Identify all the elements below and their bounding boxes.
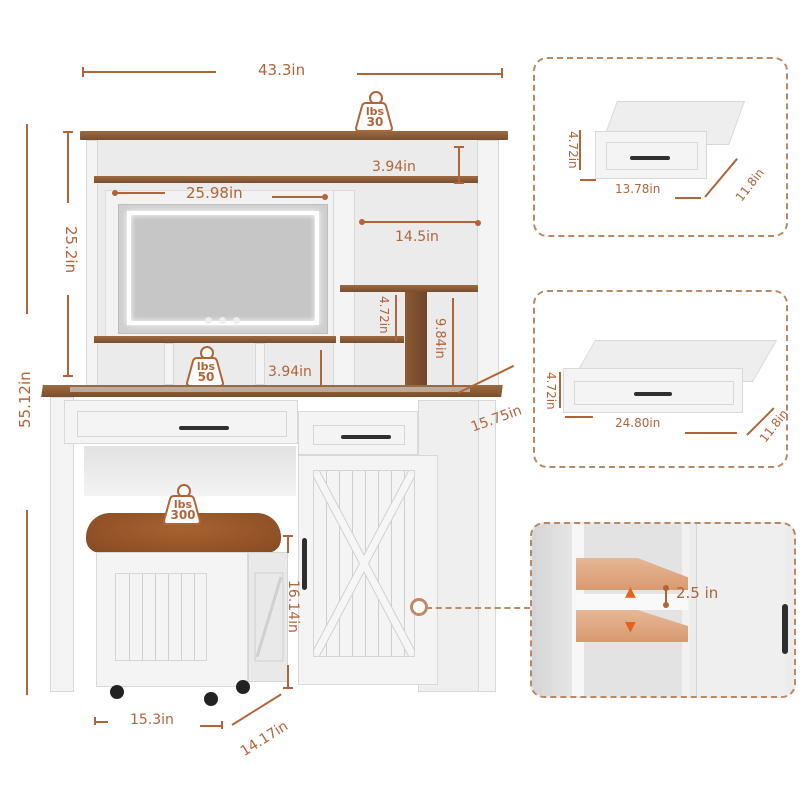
hutch-upper-shelf <box>94 176 478 183</box>
stool-height-label: 16.14in <box>285 580 301 633</box>
top-shelf-gap-label: 3.94in <box>372 159 416 175</box>
arrow-down-icon: ▼ <box>625 619 636 635</box>
weight-icon: lbs 50 <box>186 346 226 387</box>
large-drawer-width-label: 24.80in <box>615 416 661 430</box>
stool-front <box>96 552 248 687</box>
right-shelf-small <box>340 336 404 343</box>
stool-side <box>248 552 288 682</box>
cubby-divider-1 <box>164 343 174 385</box>
shelf-gap-label: 2.5 in <box>676 584 719 602</box>
desk-left-leg <box>50 397 74 692</box>
stool-caster[interactable] <box>204 692 218 706</box>
right-shelf-upright <box>405 292 427 388</box>
tall-shelf-height-label: 9.84in <box>432 318 447 359</box>
desk-right-leg <box>478 400 496 692</box>
inset-small-drawer: 4.72in 13.78in 11.8in <box>533 57 788 237</box>
small-drawer-illustration <box>595 101 746 179</box>
long-drawer[interactable] <box>64 400 298 444</box>
stool-width-label: 15.3in <box>130 712 174 728</box>
led-mirror <box>118 204 328 334</box>
stool-caster[interactable] <box>236 680 250 694</box>
stool-depth-label: 14.17in <box>237 718 292 760</box>
large-drawer-illustration <box>563 340 778 418</box>
cubby-height-label: 3.94in <box>268 364 312 380</box>
small-shelf-height-label: 4.72in <box>377 296 391 334</box>
small-drawer-depth-label: 11.8in <box>732 165 767 205</box>
hutch-top-board <box>80 131 508 140</box>
overall-width-label: 43.3in <box>258 61 306 79</box>
overall-height-label: 55.12in <box>16 371 34 428</box>
shelf-fixed <box>576 594 688 610</box>
small-drawer-height-label: 4.72in <box>566 131 580 169</box>
arrow-up-icon: ▲ <box>625 584 636 600</box>
small-drawer-width-label: 13.78in <box>615 182 661 196</box>
right-shelf-width-label: 14.5in <box>395 229 439 245</box>
cubby-divider-2 <box>255 343 265 385</box>
weight-icon: lbs 30 <box>355 91 395 132</box>
hutch-height-label: 25.2in <box>62 226 80 274</box>
weight-icon: lbs 300 <box>163 484 203 525</box>
hutch-right-post <box>477 140 499 388</box>
large-drawer-height-label: 4.72in <box>544 372 558 410</box>
small-drawer[interactable] <box>298 411 418 455</box>
stool-caster[interactable] <box>110 685 124 699</box>
hutch-lower-shelf <box>94 336 336 343</box>
inset-large-drawer: 4.72in 24.80in 11.8in <box>533 290 791 468</box>
barn-door-cabinet[interactable] <box>298 455 438 685</box>
mirror-width-label: 25.98in <box>186 184 243 202</box>
inset-adjustable-shelf: ▲ ▼ 2.5 in <box>530 522 796 698</box>
cabinet-door-open <box>696 524 785 696</box>
right-shelf-top <box>340 285 478 292</box>
mirror-touch-buttons[interactable] <box>205 309 241 328</box>
long-drawer-handle[interactable] <box>179 426 229 430</box>
cabinet-door-handle[interactable] <box>302 538 307 590</box>
callout-leader-line <box>426 607 530 609</box>
small-drawer-handle[interactable] <box>341 435 391 439</box>
